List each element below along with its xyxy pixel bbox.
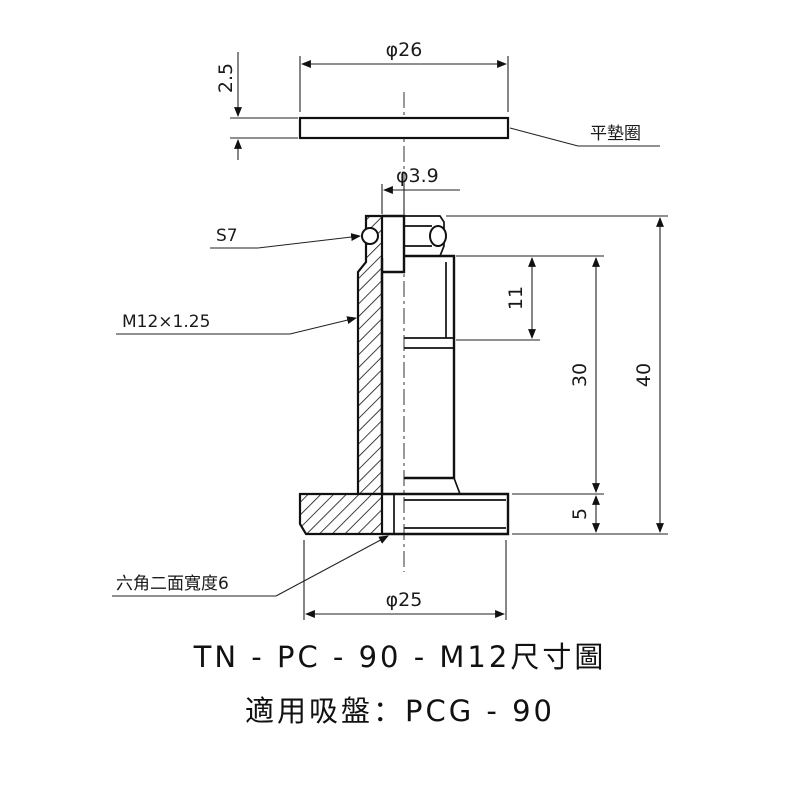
thread-note: M12×1.25 — [122, 312, 210, 332]
washer-thickness-dimension: 2.5 — [215, 52, 298, 160]
washer-diameter-dimension: φ26 — [299, 39, 509, 112]
washer-thickness-label: 2.5 — [215, 63, 237, 93]
through-hole-dimension: φ3.9 — [381, 165, 460, 214]
through-hole-label: φ3.9 — [396, 165, 439, 187]
drawing-title: TN - PC - 90 - M12尺寸圖 — [193, 640, 607, 674]
hex-leader: 六角二面寬度6 — [112, 535, 389, 597]
drawing-subtitle: 適用吸盤：PCG - 90 — [244, 694, 555, 728]
thread-depth-label: 11 — [505, 286, 527, 310]
total-length-label: 40 — [633, 363, 655, 387]
washer-leader: 平墊圈 — [509, 124, 660, 147]
o-ring-leader: S7 — [210, 226, 361, 249]
o-ring-note: S7 — [216, 226, 238, 246]
hex-note: 六角二面寬度6 — [116, 574, 229, 594]
flange-thickness-label: 5 — [569, 508, 591, 520]
flange-diameter-dimension: φ25 — [303, 540, 507, 620]
stem-length-label: 30 — [569, 363, 591, 387]
washer-diameter-label: φ26 — [386, 39, 423, 61]
flat-washer — [298, 116, 510, 140]
vertical-dimensions: 11 30 5 40 — [446, 215, 668, 535]
thread-leader: M12×1.25 — [116, 312, 357, 335]
o-ring-left — [361, 227, 379, 245]
washer-note: 平墊圈 — [590, 124, 641, 144]
fitting-body — [298, 214, 510, 536]
o-ring-right — [429, 225, 447, 247]
flange-diameter-label: φ25 — [386, 589, 423, 611]
